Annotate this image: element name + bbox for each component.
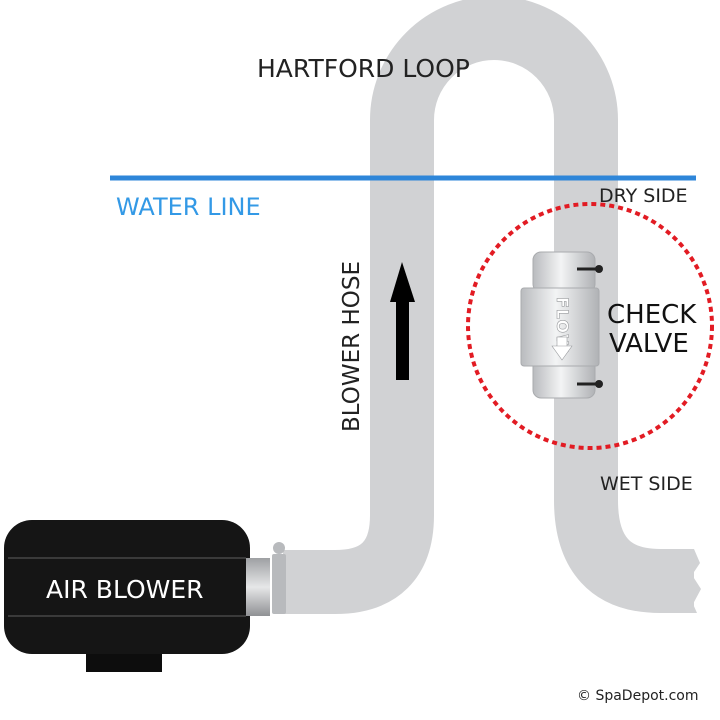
pipe [283, 0, 701, 614]
blower-foot [86, 650, 162, 672]
dry-side-label: DRY SIDE [599, 185, 688, 207]
check-valve-highlight-circle [466, 202, 714, 450]
water-line-label: WATER LINE [116, 193, 261, 221]
screw-icon [577, 380, 603, 388]
check-valve: FLOW [520, 251, 603, 399]
check-valve-label-line1: CHECK [607, 300, 697, 330]
upward-arrow-icon [390, 262, 415, 380]
air-blower [4, 520, 286, 672]
pipe-cut-end [686, 549, 701, 613]
check-valve-label-line2: VALVE [609, 329, 689, 359]
blower-outlet [246, 558, 270, 616]
copyright-text: © SpaDepot.com [577, 688, 699, 704]
hartford-loop-label: HARTFORD LOOP [257, 54, 470, 83]
valve-top-cap [532, 251, 596, 293]
wet-side-label: WET SIDE [600, 473, 693, 495]
air-blower-label: AIR BLOWER [46, 575, 204, 604]
clamp-screw [273, 542, 285, 554]
valve-body [520, 287, 600, 367]
blower-body [4, 520, 250, 654]
screw-icon [577, 265, 603, 273]
flow-down-arrow-icon [551, 336, 573, 361]
pipe-hose [283, 0, 694, 614]
blower-hose-label: BLOWER HOSE [339, 261, 365, 432]
hose-clamp [272, 554, 286, 614]
